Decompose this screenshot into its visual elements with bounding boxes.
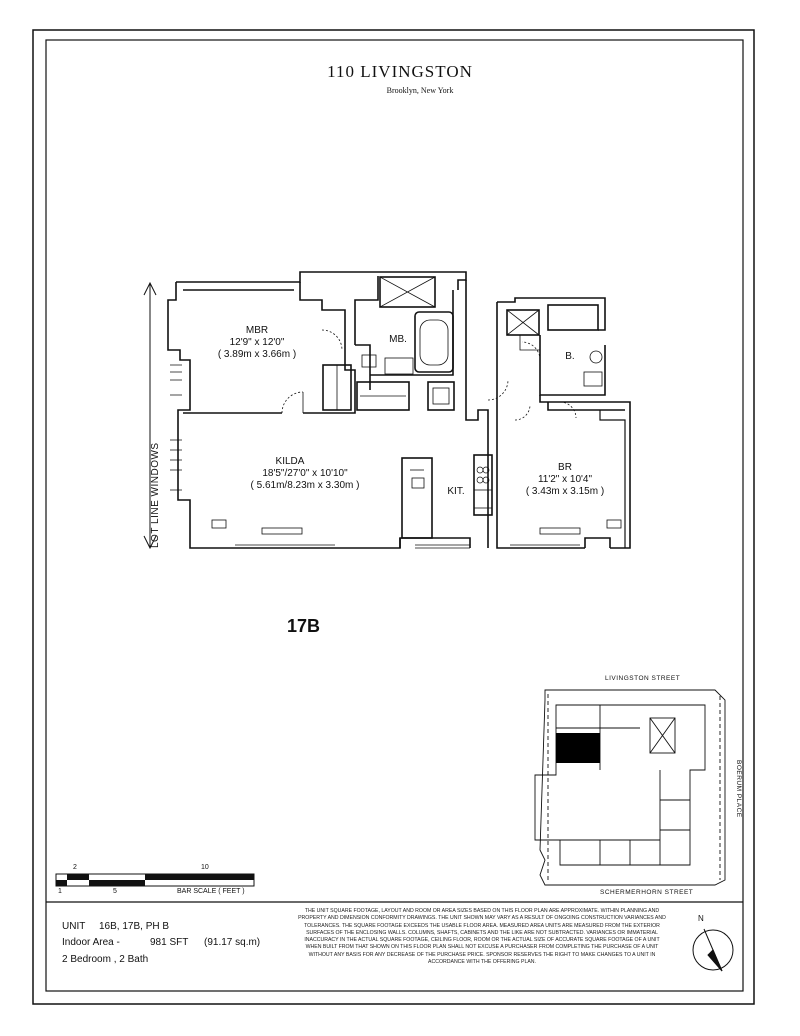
room-dim-metric: ( 3.89m x 3.66m ): [217, 349, 297, 360]
key-plan-street-bottom: SCHERMERHORN STREET: [600, 889, 694, 896]
room-dim-metric: ( 3.43m x 3.15m ): [525, 486, 605, 497]
floor-plan: [167, 271, 631, 549]
key-plan: [534, 689, 726, 886]
area-label: Indoor Area -: [62, 937, 120, 948]
bar-scale: [55, 873, 255, 887]
unit-number: 17B: [287, 616, 321, 636]
room-kit: KIT.: [438, 486, 474, 498]
lot-line-label: LOT LINE WINDOWS: [150, 442, 161, 548]
unit-line-label: UNIT: [62, 921, 86, 932]
unit-line-value: 16B, 17B, PH B: [99, 921, 170, 932]
lot-line-arrow: [143, 281, 157, 550]
unit-highlight: [556, 733, 600, 763]
inner-frame: [45, 39, 744, 992]
area-value: 981 SFT: [150, 937, 189, 948]
room-mb: MB.: [378, 334, 418, 346]
building-location: Brooklyn, New York: [386, 86, 454, 95]
room-dim-imperial: 18'5"/27'0" x 10'10": [262, 468, 348, 479]
key-plan-outline: [539, 689, 726, 886]
room-dim-imperial: 11'2" x 10'4": [537, 474, 593, 485]
scale-label: BAR SCALE ( FEET ): [177, 888, 245, 895]
room-dim-imperial: 12'9" x 12'0": [229, 337, 285, 348]
scale-tick: 10: [201, 864, 209, 871]
room-name: BR: [558, 462, 572, 473]
room-dim-metric: ( 5.61m/8.23m x 3.30m ): [250, 480, 360, 491]
rooms-summary: 2 Bedroom , 2 Bath: [62, 954, 149, 965]
room-br: BR 11'2" x 10'4" ( 3.43m x 3.15m ): [520, 462, 610, 498]
room-name: B.: [565, 351, 575, 362]
area-metric: (91.17 sq.m): [204, 937, 261, 948]
room-name: MB.: [389, 334, 407, 345]
scale-tick: 1: [58, 888, 62, 895]
outer-frame: [32, 29, 755, 1005]
room-b: B.: [556, 351, 584, 363]
west-wall: [167, 282, 401, 549]
scale-tick: 5: [113, 888, 117, 895]
key-plan-street-top: LIVINGSTON STREET: [605, 675, 681, 682]
br-west-wall: [496, 302, 585, 549]
room-name: MBR: [245, 325, 269, 336]
room-name: KILDA: [275, 456, 305, 467]
room-name: KIT.: [447, 486, 465, 497]
room-kilda: KILDA 18'5"/27'0" x 10'10" ( 5.61m/8.23m…: [250, 456, 360, 492]
scale-tick: 2: [73, 864, 77, 871]
kitchen-east-wall: [465, 280, 489, 548]
disclaimer-text: THE UNIT SQUARE FOOTAGE, LAYOUT AND ROOM…: [298, 908, 666, 966]
compass-icon: [692, 928, 734, 972]
north-wall: [176, 271, 467, 290]
room-mbr: MBR 12'9" x 12'0" ( 3.89m x 3.66m ): [212, 325, 302, 361]
building-title: 110 LIVINGSTON: [327, 62, 473, 81]
compass-north-label: N: [698, 914, 704, 923]
key-plan-street-right: BOERUM PLACE: [735, 760, 742, 818]
